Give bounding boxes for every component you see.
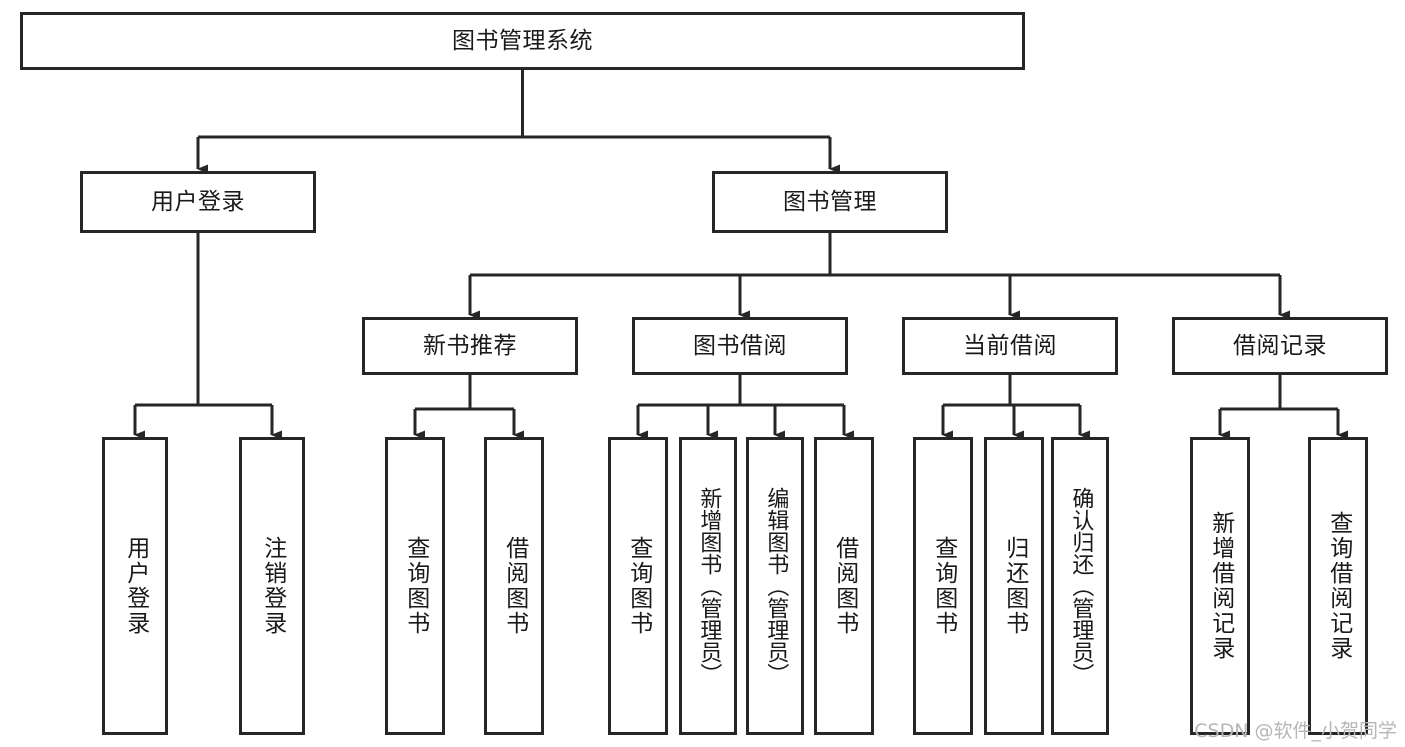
node-label: 新书推荐 <box>423 332 517 359</box>
node-l12[interactable]: 新增借阅记录 <box>1190 437 1250 735</box>
node-label: 借阅图书 <box>501 536 528 636</box>
node-l10[interactable]: 归还图书 <box>984 437 1044 735</box>
node-l1[interactable]: 用户登录 <box>102 437 168 735</box>
node-label: 编辑图书（管理员） <box>763 487 789 685</box>
node-borrow[interactable]: 图书借阅 <box>632 317 848 375</box>
node-l8[interactable]: 借阅图书 <box>814 437 874 735</box>
node-label: 新增借阅记录 <box>1207 511 1234 661</box>
node-l9[interactable]: 查询图书 <box>913 437 973 735</box>
node-l5[interactable]: 查询图书 <box>608 437 668 735</box>
node-records[interactable]: 借阅记录 <box>1172 317 1388 375</box>
node-login[interactable]: 用户登录 <box>80 171 316 233</box>
node-label: 图书管理系统 <box>452 27 593 54</box>
node-label: 查询借阅记录 <box>1325 511 1352 661</box>
node-current[interactable]: 当前借阅 <box>902 317 1118 375</box>
node-label: 借阅图书 <box>831 536 858 636</box>
node-label: 查询图书 <box>402 536 429 636</box>
node-l11[interactable]: 确认归还（管理员） <box>1051 437 1109 735</box>
node-root[interactable]: 图书管理系统 <box>20 12 1025 70</box>
node-label: 查询图书 <box>930 536 957 636</box>
node-label: 借阅记录 <box>1233 332 1327 359</box>
node-label: 新增图书（管理员） <box>696 487 722 685</box>
node-l6[interactable]: 新增图书（管理员） <box>679 437 737 735</box>
node-label: 图书借阅 <box>693 332 787 359</box>
node-l7[interactable]: 编辑图书（管理员） <box>746 437 804 735</box>
node-label: 确认归还（管理员） <box>1068 487 1094 685</box>
node-label: 用户登录 <box>122 536 149 636</box>
node-label: 图书管理 <box>783 188 877 215</box>
node-l3[interactable]: 查询图书 <box>385 437 445 735</box>
node-bookmgmt[interactable]: 图书管理 <box>712 171 948 233</box>
node-newbook[interactable]: 新书推荐 <box>362 317 578 375</box>
node-l13[interactable]: 查询借阅记录 <box>1308 437 1368 735</box>
node-label: 注销登录 <box>259 536 286 636</box>
watermark-text: CSDN @软件_小贺同学 <box>1194 720 1397 742</box>
node-label: 归还图书 <box>1001 536 1028 636</box>
node-label: 当前借阅 <box>963 332 1057 359</box>
node-l4[interactable]: 借阅图书 <box>484 437 544 735</box>
node-label: 用户登录 <box>151 188 245 215</box>
node-label: 查询图书 <box>625 536 652 636</box>
node-l2[interactable]: 注销登录 <box>239 437 305 735</box>
